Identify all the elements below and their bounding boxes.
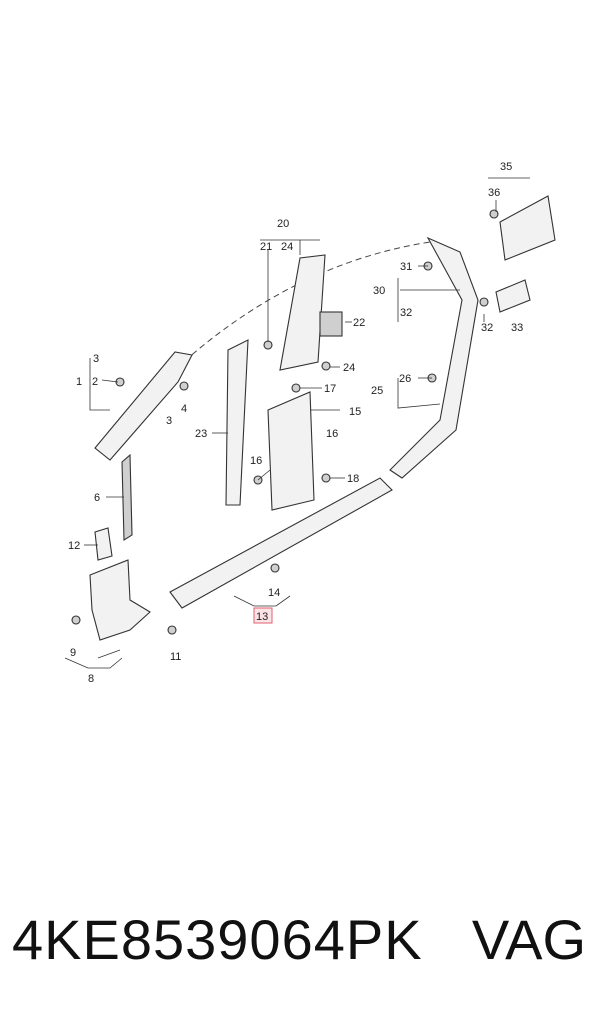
brand-label: VAG [471,908,586,971]
callout-36: 36 [488,187,500,199]
callout-2: 2 [92,376,98,388]
clip-36 [489,209,499,219]
callout-3-top: 3 [93,353,99,365]
callout-21: 21 [260,241,272,253]
callout-22: 22 [353,317,365,329]
clip-9 [71,615,81,625]
callout-6: 6 [94,492,100,504]
clip-11 [167,625,177,635]
roof-line [107,241,431,441]
speaker-cover [499,195,556,261]
clip-4 [179,381,189,391]
callout-23: 23 [195,428,207,440]
callout-35: 35 [500,161,512,173]
clip-18 [321,473,331,483]
callout-11: 11 [170,651,181,663]
sill-trim [169,477,393,609]
callout-1: 1 [76,376,82,388]
callout-18: 18 [347,473,359,485]
b-pillar-lower [267,391,315,511]
callout-26: 26 [399,373,411,385]
clip-14 [270,563,280,573]
kick-panel [89,559,151,641]
callout-12: 12 [68,540,80,552]
callout-15: 15 [349,406,361,418]
callout-32-right: 32 [481,322,493,334]
callout-30: 30 [373,285,385,297]
a-pillar-trim [94,351,193,461]
clip-part [94,527,113,561]
footer: 4KE8539064PK VAG [0,900,600,980]
callout-13: 13 [256,611,268,623]
callout-3: 3 [166,415,172,427]
clip-17 [291,383,301,393]
c-pillar-trim [389,236,479,479]
a-pillar-strip [121,453,133,541]
callout-16-left: 16 [250,455,262,467]
callout-9: 9 [70,647,76,659]
clip-24 [321,361,331,371]
callout-24-top: 24 [281,241,293,253]
clip-21 [263,340,273,350]
callout-13-highlight [253,607,273,624]
callout-33: 33 [511,322,523,334]
belt-adjuster [319,311,343,337]
callout-24: 24 [343,362,355,374]
callout-17: 17 [324,383,336,395]
part-number: 4KE8539064PK [12,908,423,971]
b-pillar-upper [279,254,326,371]
callout-4: 4 [181,403,187,415]
callout-14: 14 [268,587,280,599]
seal-strip [225,339,249,506]
cover-part [495,279,531,313]
leader-lines [64,177,530,669]
callout-32-left: 32 [400,307,412,319]
callout-16-right: 16 [326,428,338,440]
clip-32 [479,297,489,307]
callout-25: 25 [371,385,383,397]
callout-8: 8 [88,673,94,685]
callout-31: 31 [400,261,412,273]
callout-20: 20 [277,218,289,230]
